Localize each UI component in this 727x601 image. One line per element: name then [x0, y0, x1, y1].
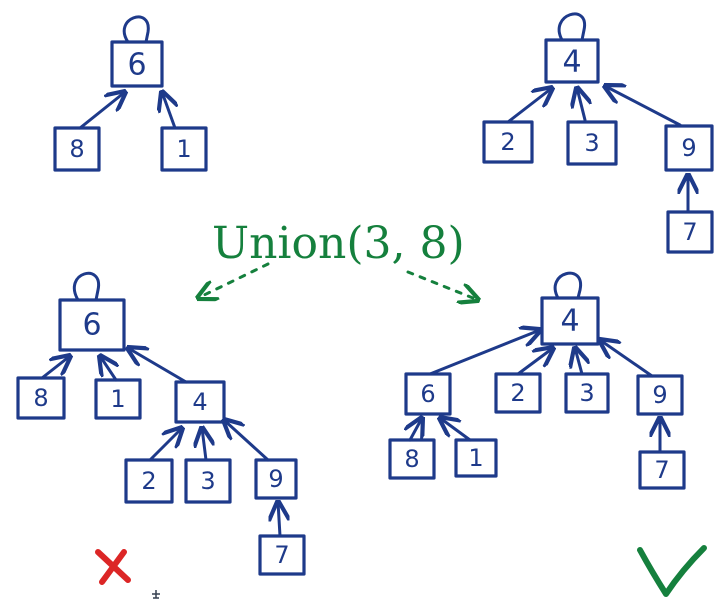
node-box-1-bottom — [94, 378, 142, 420]
edge-8-to-6-top — [78, 92, 125, 130]
node-8-bottom-right: 8 — [404, 445, 419, 473]
edge-8-to-6-bottom — [40, 356, 70, 380]
edge-3-to-4-bottom — [202, 428, 206, 462]
edge-2-to-4-bottom-right — [516, 348, 553, 376]
node-box-9-bottom — [254, 458, 298, 500]
node-box-8-bottom-right — [388, 438, 436, 480]
node-9-top: 9 — [681, 134, 696, 162]
node-box-2-top — [482, 120, 534, 164]
edge-3-to-4-bottom-right — [575, 348, 582, 376]
edge-3-to-4-top — [577, 88, 585, 122]
node-4-top: 4 — [562, 45, 581, 80]
node-box-6-top — [110, 40, 164, 88]
tree-bottom-left: 6 8 1 4 2 3 9 7 — [16, 271, 306, 576]
dashed-arrow-right — [406, 270, 478, 300]
check-mark — [637, 545, 707, 597]
node-6-top: 6 — [127, 48, 146, 83]
cursor-icon — [152, 590, 160, 599]
edge-9-to-4-top — [605, 86, 682, 127]
edge-1-to-6-top — [162, 92, 175, 130]
node-9-bottom-right: 9 — [652, 381, 667, 409]
node-box-9-bottom-right — [636, 374, 684, 416]
edge-6-to-4-bottom-right — [428, 330, 540, 376]
dashed-arrow-left — [198, 262, 270, 298]
cross-mark — [95, 549, 131, 585]
self-loop-6-bottom — [72, 271, 101, 301]
node-box-3-bottom-right — [564, 372, 610, 414]
node-1-bottom-right: 1 — [468, 444, 483, 472]
node-3-bottom: 3 — [200, 467, 215, 495]
node-2-bottom: 2 — [141, 467, 156, 495]
node-3-top: 3 — [584, 129, 599, 157]
self-loop-4-top — [557, 12, 587, 41]
node-box-7-top — [666, 210, 714, 254]
node-box-7-bottom — [258, 534, 306, 576]
tree-top-right: 4 2 3 9 7 — [482, 12, 714, 254]
node-6-bottom-right: 6 — [420, 380, 435, 408]
node-1-bottom: 1 — [110, 385, 125, 413]
node-4-bottom-right: 4 — [560, 304, 579, 339]
node-8-top: 8 — [69, 135, 84, 163]
tree-bottom-right: 4 6 2 3 9 8 1 7 — [388, 271, 686, 490]
self-loop-6-top — [122, 15, 150, 43]
node-9-bottom: 9 — [268, 465, 283, 493]
node-box-1-top — [160, 126, 208, 172]
tree-top-left: 6 8 1 — [53, 15, 208, 172]
self-loop-4-bottom — [553, 271, 583, 299]
node-box-7-bottom-right — [638, 450, 686, 490]
node-box-4-bottom — [174, 380, 226, 424]
edge-2-to-4-top — [506, 88, 552, 124]
edge-4-to-6-bottom — [128, 348, 188, 384]
node-2-top: 2 — [500, 128, 515, 156]
node-8-bottom: 8 — [33, 384, 48, 412]
node-7-top: 7 — [682, 218, 697, 246]
node-1-top: 1 — [176, 135, 191, 163]
node-3-bottom-right: 3 — [579, 379, 594, 407]
node-box-6-bottom-right — [404, 372, 452, 416]
edge-9-to-4-bottom-right — [600, 340, 654, 378]
node-2-bottom-right: 2 — [510, 379, 525, 407]
node-box-8-bottom — [16, 376, 66, 420]
node-box-4-top — [544, 38, 600, 84]
node-box-1-bottom-right — [454, 438, 498, 478]
node-7-bottom: 7 — [274, 541, 289, 569]
edge-7-to-9-bottom — [278, 502, 280, 538]
edge-2-to-4-bottom — [148, 428, 182, 462]
node-box-2-bottom-right — [494, 372, 542, 414]
edge-1-to-6-bottom — [100, 356, 116, 382]
edge-8-to-6-bottom-right — [410, 418, 422, 442]
node-box-2-bottom — [124, 458, 174, 504]
node-box-6-bottom — [58, 298, 126, 352]
node-box-8-top — [53, 126, 101, 172]
node-7-bottom-right: 7 — [654, 456, 669, 484]
node-6-bottom: 6 — [82, 308, 101, 343]
node-box-9-top — [664, 124, 714, 172]
node-4-bottom: 4 — [192, 388, 207, 416]
node-box-3-top — [566, 120, 618, 166]
node-box-3-bottom — [184, 458, 232, 504]
edge-1-to-6-bottom-right — [440, 418, 472, 442]
edge-9-to-4-bottom — [224, 420, 270, 462]
union-title: Union(3, 8) — [212, 218, 465, 269]
